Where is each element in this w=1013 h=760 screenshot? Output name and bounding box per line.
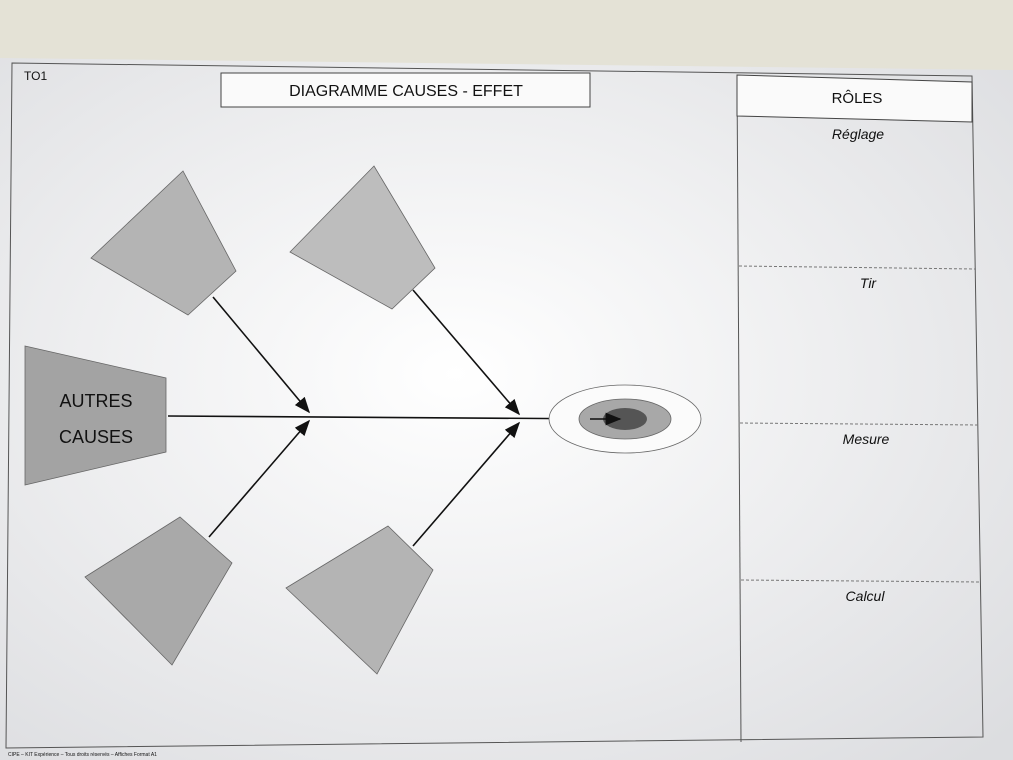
page-title: DIAGRAMME CAUSES - EFFET (289, 83, 523, 100)
poster-border (5, 62, 984, 749)
spine-arrow (167, 412, 622, 426)
cause-box-bottom-left[interactable] (84, 516, 233, 666)
branch-arrow-top-middle (412, 289, 521, 416)
roles-panel: RÔLES Réglage Tir Mesure Calcul (736, 74, 981, 743)
branch-arrow-bottom-middle (412, 421, 521, 547)
cause-box-bottom-middle[interactable] (285, 525, 434, 675)
roles-header: RÔLES (832, 90, 883, 107)
title-box: DIAGRAMME CAUSES - EFFET (220, 72, 591, 108)
roles-divider (738, 265, 977, 270)
other-causes-label-1: AUTRES (59, 391, 132, 411)
poster-code: TO1 (24, 69, 47, 83)
poster-footer: CIPE – KIT Expérience – Tous droits rése… (8, 752, 157, 758)
role-calcul: Calcul (846, 588, 886, 604)
role-tir: Tir (860, 275, 878, 291)
cause-box-top-middle[interactable] (289, 165, 436, 310)
cause-box-top-left[interactable] (90, 170, 237, 316)
other-causes-box[interactable]: AUTRES CAUSES (24, 345, 167, 486)
branch-arrow-bottom-left (208, 419, 311, 538)
other-causes-label-2: CAUSES (59, 427, 133, 447)
role-reglage: Réglage (832, 126, 884, 142)
effect-target[interactable] (548, 384, 702, 454)
roles-header-box (736, 74, 973, 123)
branch-arrow-top-left (212, 296, 311, 414)
role-mesure: Mesure (843, 431, 890, 447)
fishbone-diagram: AUTRES CAUSES (24, 165, 702, 675)
